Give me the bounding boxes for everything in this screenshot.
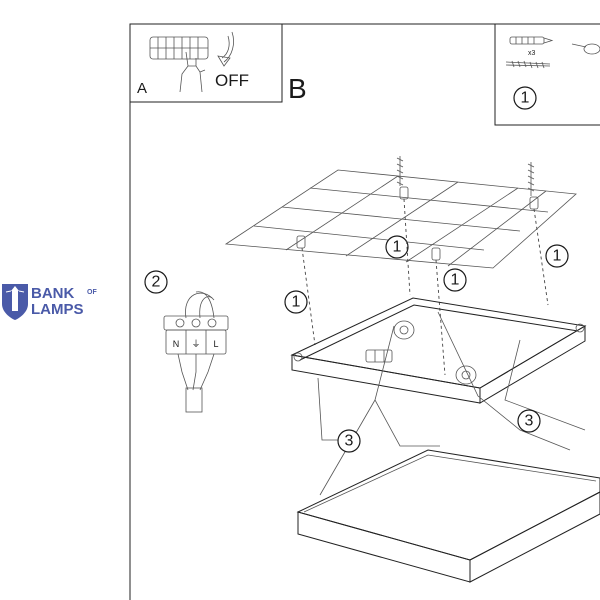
off-label: OFF xyxy=(215,71,249,90)
wiring-step-callout: 2 xyxy=(144,270,168,294)
svg-text:1: 1 xyxy=(521,90,530,107)
lamp-holder-icon xyxy=(393,320,477,385)
terminal-label-earth: ⏚ xyxy=(191,339,200,349)
kit-multiplier: x3 xyxy=(528,50,536,57)
ceiling-step-callout-c: 1 xyxy=(545,244,569,268)
mounting-kit: x3 1 xyxy=(505,36,600,110)
ceiling-grid: 1 1 1 1 xyxy=(224,156,577,314)
screwdriver-icon xyxy=(571,43,600,55)
ceiling-step-callout-b: 1 xyxy=(443,268,467,292)
wiring-detail: 2 N ⏚ L xyxy=(144,270,229,413)
cable-step-callout-left: 3 xyxy=(337,429,361,453)
mounting-frame xyxy=(290,297,587,404)
kit-step-callout: 1 xyxy=(513,86,537,110)
svg-text:1: 1 xyxy=(393,239,402,256)
breaker-block-icon xyxy=(149,36,209,60)
lamp-shade xyxy=(296,449,600,583)
panel-a-letter: A xyxy=(137,80,147,97)
brand-logo: BANK OF LAMPS xyxy=(2,284,97,320)
panel-b-letter: B xyxy=(288,73,307,104)
svg-text:2: 2 xyxy=(152,274,161,291)
svg-text:1: 1 xyxy=(553,248,562,265)
svg-text:1: 1 xyxy=(451,272,460,289)
brand-line2: LAMPS xyxy=(31,301,84,318)
svg-text:1: 1 xyxy=(292,294,301,311)
hand-icon xyxy=(179,51,206,93)
frame-terminal-icon xyxy=(365,349,393,363)
svg-text:3: 3 xyxy=(345,433,354,450)
wall-plug-icon xyxy=(509,36,554,45)
brand-of: OF xyxy=(87,289,97,296)
svg-text:3: 3 xyxy=(525,413,534,430)
lighthouse-shield-icon xyxy=(2,284,28,320)
screw-icon xyxy=(505,60,551,69)
safety-cables xyxy=(317,311,586,496)
terminal-label-l: L xyxy=(213,339,218,349)
panel-a: A OFF xyxy=(137,31,249,97)
ceiling-step-callout-a: 1 xyxy=(385,235,409,259)
alignment-lines xyxy=(301,198,549,376)
panel-frames xyxy=(129,23,600,600)
terminal-label-n: N xyxy=(173,339,180,349)
brand-line1: BANK xyxy=(31,285,74,302)
wall-anchor-icon xyxy=(296,186,539,261)
cable-step-callout-right: 3 xyxy=(517,409,541,433)
ceiling-step-callout-d: 1 xyxy=(284,290,308,314)
ceiling-screw-icon xyxy=(396,156,535,196)
curved-arrow-icon xyxy=(217,31,234,67)
